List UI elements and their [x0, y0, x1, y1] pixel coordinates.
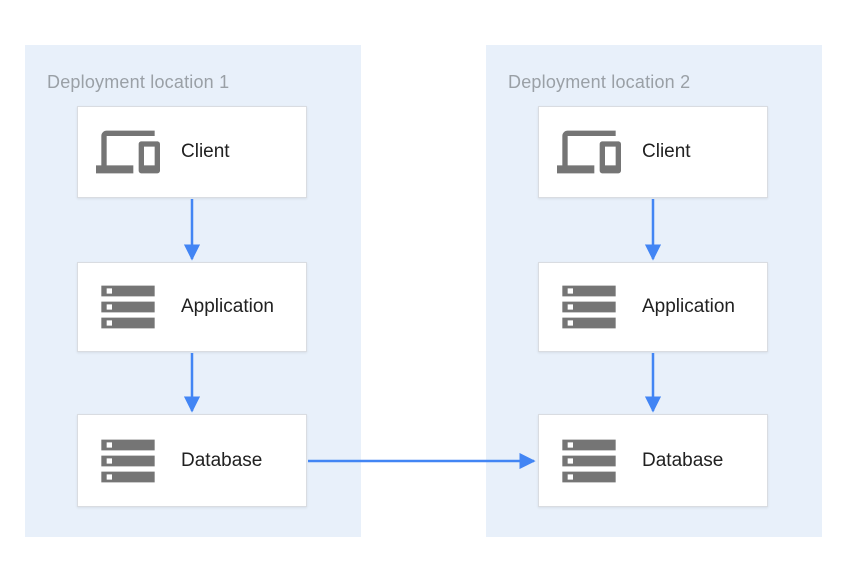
application-node: Application [77, 262, 307, 352]
storage-icon [553, 429, 625, 493]
storage-icon [92, 429, 164, 493]
panel-title: Deployment location 1 [47, 72, 230, 92]
panel-title: Deployment location 2 [508, 72, 691, 92]
storage-icon [92, 275, 164, 339]
node-label: Client [181, 141, 230, 162]
application-node: Application [538, 262, 768, 352]
node-label: Database [181, 449, 263, 471]
database-node: Database [77, 414, 307, 507]
node-label: Application [181, 296, 274, 317]
deployment-location-1-panel: Deployment location 1 Client Application [25, 45, 361, 537]
client-node: Client [538, 106, 768, 198]
devices-icon [553, 120, 625, 184]
node-label: Application [642, 296, 735, 317]
node-label: Client [642, 141, 691, 162]
deployment-location-2-panel: Deployment location 2 Client Application [486, 45, 822, 537]
node-label: Database [642, 449, 724, 471]
devices-icon [92, 120, 164, 184]
client-node: Client [77, 106, 307, 198]
database-node: Database [538, 414, 768, 507]
storage-icon [553, 275, 625, 339]
